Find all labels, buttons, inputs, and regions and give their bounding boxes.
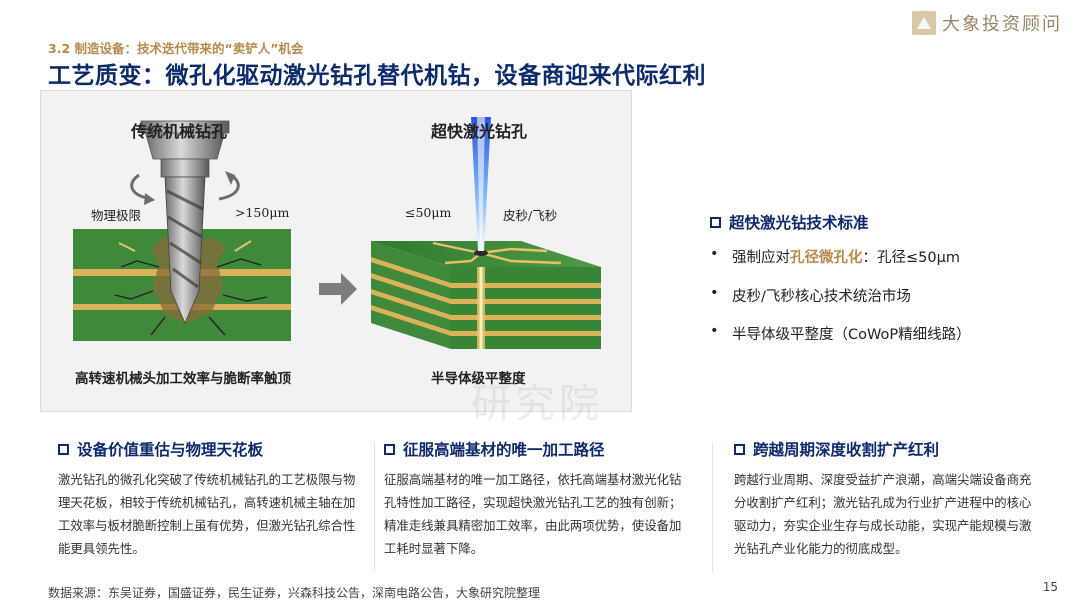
square-bullet-icon <box>58 443 69 455</box>
brand: 大象投资顾问 <box>912 10 1062 36</box>
column-heading-text: 跨越周期深度收割扩产红利 <box>753 441 940 459</box>
standards-item-suffix: ：孔径≤50μm <box>862 250 960 266</box>
column-substrate: 征服高端基材的唯一加工路径 征服高端基材的唯一加工路径，依托高端基材激光化钻孔特… <box>384 438 692 560</box>
column-heading-text: 设备价值重估与物理天花板 <box>77 441 264 459</box>
column-divider <box>374 442 375 572</box>
column-divider <box>712 442 713 572</box>
brand-logo-icon <box>912 11 936 35</box>
illustration-panel: 传统机械钻孔 物理极限 >150μm 高转速机械头加工效率与脆断率触顶 超快激光… <box>40 90 632 427</box>
standards-item: • 皮秒/飞秒核心技术统治市场 <box>710 285 971 324</box>
standards-heading-text: 超快激光钻技术标准 <box>729 214 869 232</box>
mechanical-hole-size-label: >150μm <box>235 205 290 220</box>
standards-heading: 超快激光钻技术标准 <box>710 211 869 233</box>
data-source-note: 数据来源：东吴证券，国盛证券，民生证券，兴森科技公告，深南电路公告，大象研究院整… <box>48 586 541 600</box>
column-body: 跨越行业周期、深度受益扩产浪潮，高端尖端设备商充分收割扩产红利；激光钻孔成为行业… <box>734 472 1032 556</box>
mechanical-drill-graphic <box>73 120 291 341</box>
pulse-type-label: 皮秒/飞秒 <box>503 208 558 223</box>
page-title: 工艺质变：微孔化驱动激光钻孔替代机钻，设备商迎来代际红利 <box>48 63 706 89</box>
laser-drill-caption: 半导体级平整度 <box>431 371 526 387</box>
brand-name: 大象投资顾问 <box>942 14 1062 35</box>
section-tag: 3.2 制造设备：技术迭代带来的“卖铲人”机会 <box>48 41 304 56</box>
column-heading: 征服高端基材的唯一加工路径 <box>384 438 692 460</box>
square-bullet-icon <box>734 443 745 455</box>
square-bullet-icon <box>384 443 395 455</box>
standards-item: • 强制应对孔径微孔化：孔径≤50μm <box>710 246 971 285</box>
mechanical-drill-title: 传统机械钻孔 <box>131 122 228 141</box>
column-expansion: 跨越周期深度收割扩产红利 跨越行业周期、深度受益扩产浪潮，高端尖端设备商充分收割… <box>734 438 1042 560</box>
column-body: 征服高端基材的唯一加工路径，依托高端基材激光化钻孔特性加工路径，实现超快激光钻孔… <box>384 472 682 556</box>
laser-drill-title: 超快激光钻孔 <box>431 122 528 141</box>
laser-hole-size-label: ≤50μm <box>405 205 452 220</box>
bullet-dot-icon: • <box>710 246 719 262</box>
column-heading-text: 征服高端基材的唯一加工路径 <box>403 441 605 459</box>
standards-item-prefix: 强制应对 <box>732 250 790 266</box>
transition-arrow-icon <box>319 273 357 305</box>
laser-drill-graphic <box>371 117 601 349</box>
standards-list: • 强制应对孔径微孔化：孔径≤50μm • 皮秒/飞秒核心技术统治市场 • 半导… <box>710 246 971 362</box>
column-heading: 设备价值重估与物理天花板 <box>58 438 366 460</box>
standards-item: • 半导体级平整度（CoWoP精细线路） <box>710 323 971 362</box>
column-valuation: 设备价值重估与物理天花板 激光钻孔的微孔化突破了传统机械钻孔的工艺极限与物理天花… <box>58 438 366 560</box>
physical-limit-label: 物理极限 <box>91 208 142 223</box>
page-number: 15 <box>1042 580 1058 594</box>
standards-item-text: 半导体级平整度（CoWoP精细线路） <box>732 327 971 343</box>
standards-item-text: 皮秒/飞秒核心技术统治市场 <box>732 288 911 305</box>
bullet-dot-icon: • <box>710 284 719 301</box>
watermark: 研究院 <box>471 381 603 427</box>
drilling-comparison-illustration <box>73 117 601 349</box>
column-heading: 跨越周期深度收割扩产红利 <box>734 438 1042 460</box>
bullet-dot-icon: • <box>710 323 719 339</box>
standards-item-highlight: 孔径微孔化 <box>790 250 863 266</box>
mechanical-drill-caption: 高转速机械头加工效率与脆断率触顶 <box>75 371 291 387</box>
column-body: 激光钻孔的微孔化突破了传统机械钻孔的工艺极限与物理天花板，相较于传统机械钻孔，高… <box>58 472 356 556</box>
square-bullet-icon <box>710 216 721 228</box>
